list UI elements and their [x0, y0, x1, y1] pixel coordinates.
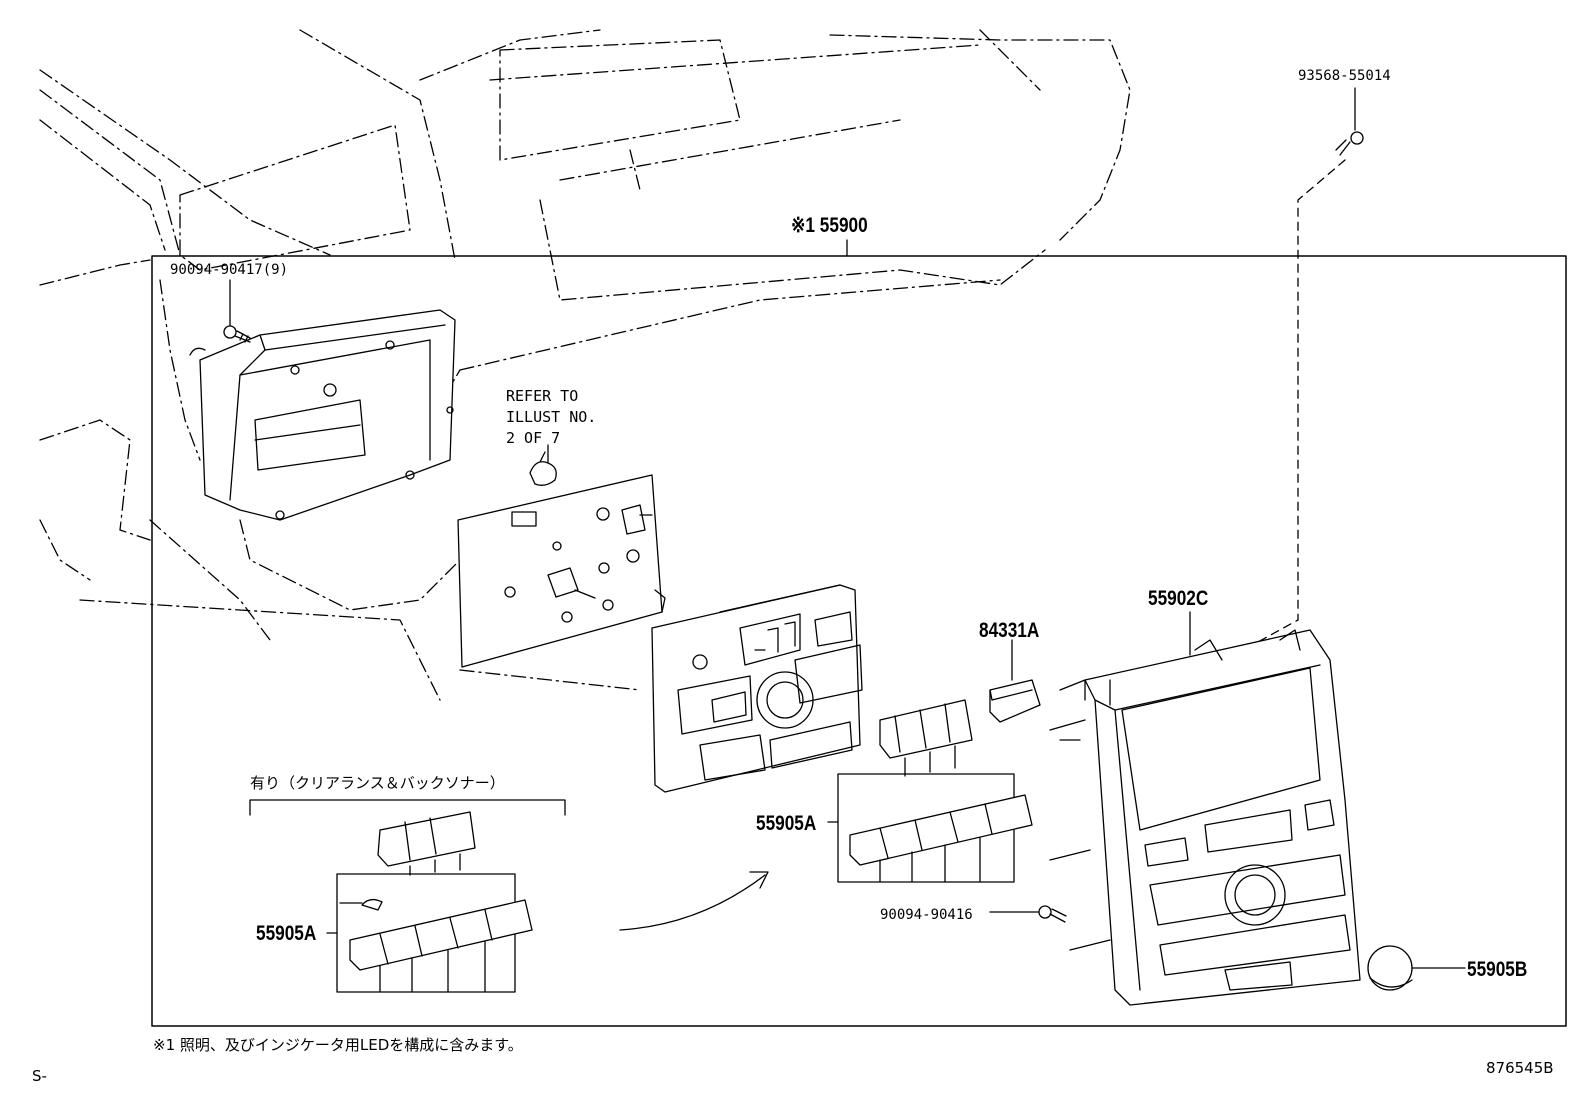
bulb-shape: [529, 444, 557, 486]
screw-90094-90416-shape: [989, 905, 1067, 923]
rear-bracket: [189, 309, 456, 521]
switch-84331a-shape: [989, 639, 1041, 723]
page-code: S-: [32, 1067, 47, 1085]
label-part-90094-90417[interactable]: 90094-90417(9): [170, 262, 289, 278]
screw-93568-shape: [1224, 87, 1364, 661]
assembly-boundary-box: [151, 255, 1567, 1027]
screw-90094-90417-shape: [223, 279, 251, 343]
bracket-55905a-right: [827, 773, 1033, 883]
footnote: ※1 照明、及びインジケータ用LEDを構成に含みます。: [153, 1036, 523, 1054]
label-part-93568-55014[interactable]: 93568-55014: [1298, 68, 1391, 84]
switch-group-55905a-top: [879, 699, 973, 777]
control-panel-unit: [651, 584, 863, 793]
label-part-55905a-right[interactable]: 55905A: [756, 812, 817, 835]
knob-55905b-shape: [1367, 945, 1466, 991]
label-part-90094-90416[interactable]: 90094-90416: [880, 907, 973, 923]
label-part-155900[interactable]: ※1 55900: [791, 214, 868, 237]
circuit-board: [457, 474, 666, 668]
label-part-55902c[interactable]: 55902C: [1148, 587, 1209, 610]
label-part-84331a[interactable]: 84331A: [979, 619, 1040, 642]
illustration-id: 876545B: [1486, 1059, 1554, 1077]
front-bezel: [1049, 611, 1361, 1006]
refer-note-line2: ILLUST NO.: [506, 408, 597, 426]
option-header-label: 有り（クリアランス＆バックソナー）: [250, 774, 505, 792]
label-part-55905a-left[interactable]: 55905A: [256, 922, 317, 945]
label-part-55905b[interactable]: 55905B: [1467, 958, 1528, 981]
refer-note-line1: REFER TO: [506, 387, 579, 405]
refer-note-line3: 2 OF 7: [506, 429, 561, 447]
option-bracket: [249, 799, 769, 993]
